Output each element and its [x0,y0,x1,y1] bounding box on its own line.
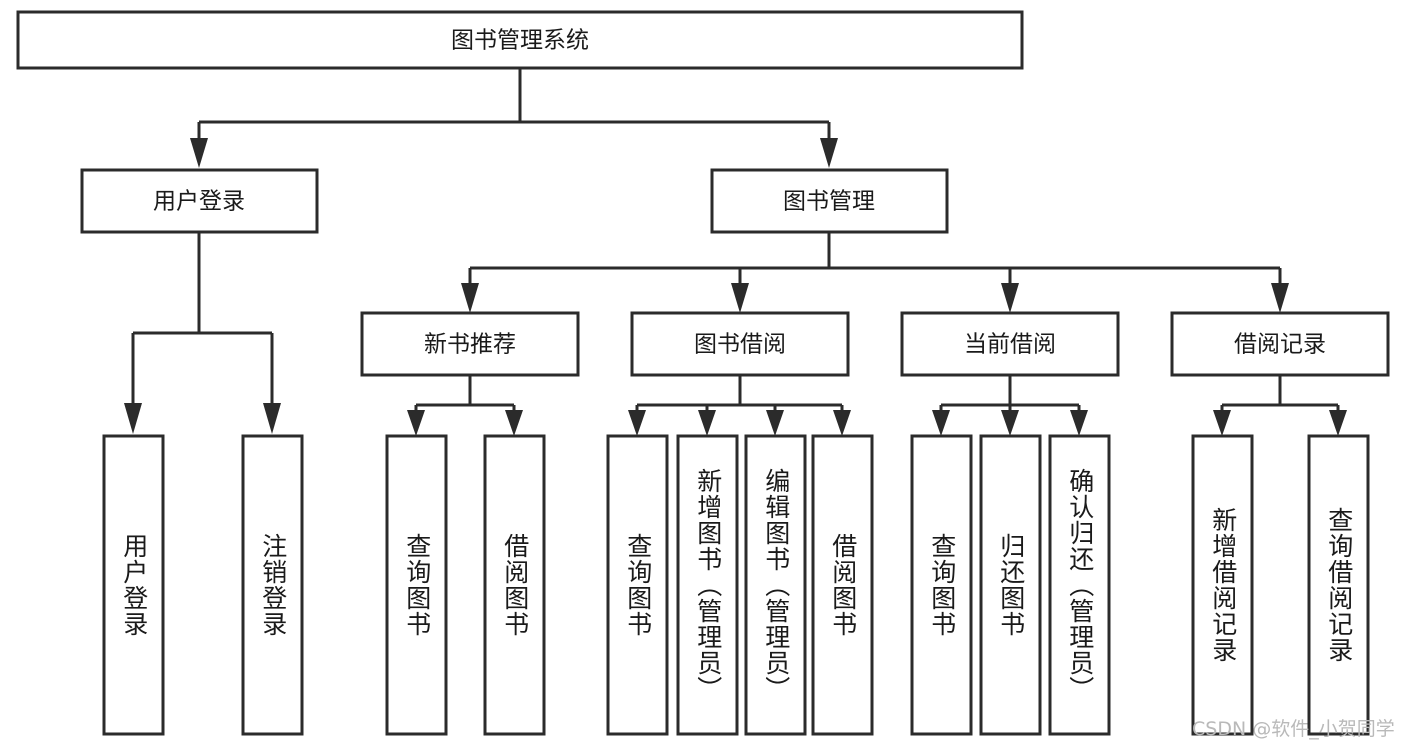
node-current-borrow[interactable]: 当前借阅 [900,311,1120,377]
node-root-label: 图书管理系统 [451,28,589,54]
leaf-box-newbook-borrow[interactable] [483,434,546,736]
arrow-to-book-manage [820,138,838,168]
node-book-borrow-box[interactable] [630,311,850,377]
arrow-to-currentborrow-leaf-1 [932,410,950,436]
arrow-to-newbook-leaf-1 [407,410,425,436]
node-root-box[interactable] [16,10,1024,70]
node-user-login-box[interactable] [80,168,319,234]
leaf-box-borrow-query[interactable] [606,434,669,736]
node-new-book-recommend[interactable]: 新书推荐 [360,311,580,377]
connector-currentborrow-to-leaves [932,375,1088,436]
csdn-watermark: CSDN @软件_小贺同学 [1192,718,1395,740]
arrow-to-bookborrow-leaf-1 [628,410,646,436]
node-current-borrow-box[interactable] [900,311,1120,377]
leaf-box-borrow-edit[interactable] [744,434,807,736]
leaf-box-borrow-add[interactable] [676,434,739,736]
arrow-to-bookborrow-leaf-3 [766,410,784,436]
leaf-box-user-login[interactable] [102,434,165,736]
leaf-box-record-add[interactable] [1191,434,1254,736]
leaf-box-borrow-lend[interactable] [811,434,874,736]
arrow-to-currentborrow-leaf-3 [1070,410,1088,436]
leaf-box-current-return[interactable] [979,434,1042,736]
arrow-to-borrowrecord-leaf-1 [1213,410,1231,436]
arrow-to-leaf-user-login [124,403,142,434]
leaf-box-current-query[interactable] [910,434,973,736]
node-book-borrow-label: 图书借阅 [694,332,786,358]
node-book-manage-label: 图书管理 [783,189,875,215]
node-book-borrow[interactable]: 图书借阅 [630,311,850,377]
node-borrow-record-box[interactable] [1170,311,1390,377]
arrow-to-leaf-logout [263,403,281,434]
arrow-to-borrowrecord-leaf-2 [1329,410,1347,436]
arrow-to-book-borrow [731,283,749,313]
node-borrow-record[interactable]: 借阅记录 [1170,311,1390,377]
node-borrow-record-label: 借阅记录 [1234,332,1326,358]
arrow-to-bookborrow-leaf-2 [698,410,716,436]
connector-root-to-level2 [190,68,838,168]
arrow-to-currentborrow-leaf-2 [1001,410,1019,436]
connector-newbook-to-leaves [407,375,523,436]
node-new-book-recommend-box[interactable] [360,311,580,377]
connector-bookmanage-to-level3 [461,232,1289,313]
connector-userlogin-to-leaves [124,232,281,434]
leaf-box-newbook-query[interactable] [385,434,448,736]
arrow-to-new-book [461,283,479,313]
node-book-manage[interactable]: 图书管理 [710,168,949,234]
leaf-box-logout[interactable] [241,434,304,736]
node-new-book-recommend-label: 新书推荐 [424,332,516,358]
arrow-to-bookborrow-leaf-4 [833,410,851,436]
node-user-login[interactable]: 用户登录 [80,168,319,234]
node-current-borrow-label: 当前借阅 [964,332,1056,358]
node-book-manage-box[interactable] [710,168,949,234]
arrow-to-current-borrow [1001,283,1019,313]
node-root[interactable]: 图书管理系统 [16,10,1024,70]
arrow-to-newbook-leaf-2 [505,410,523,436]
arrow-to-borrow-record [1271,283,1289,313]
node-user-login-label: 用户登录 [153,189,245,215]
leaf-box-current-confirm[interactable] [1048,434,1111,736]
connector-borrowrecord-to-leaves [1213,375,1347,436]
leaf-box-record-query[interactable] [1307,434,1370,736]
connector-bookborrow-to-leaves [628,375,851,436]
arrow-to-user-login [190,138,208,168]
